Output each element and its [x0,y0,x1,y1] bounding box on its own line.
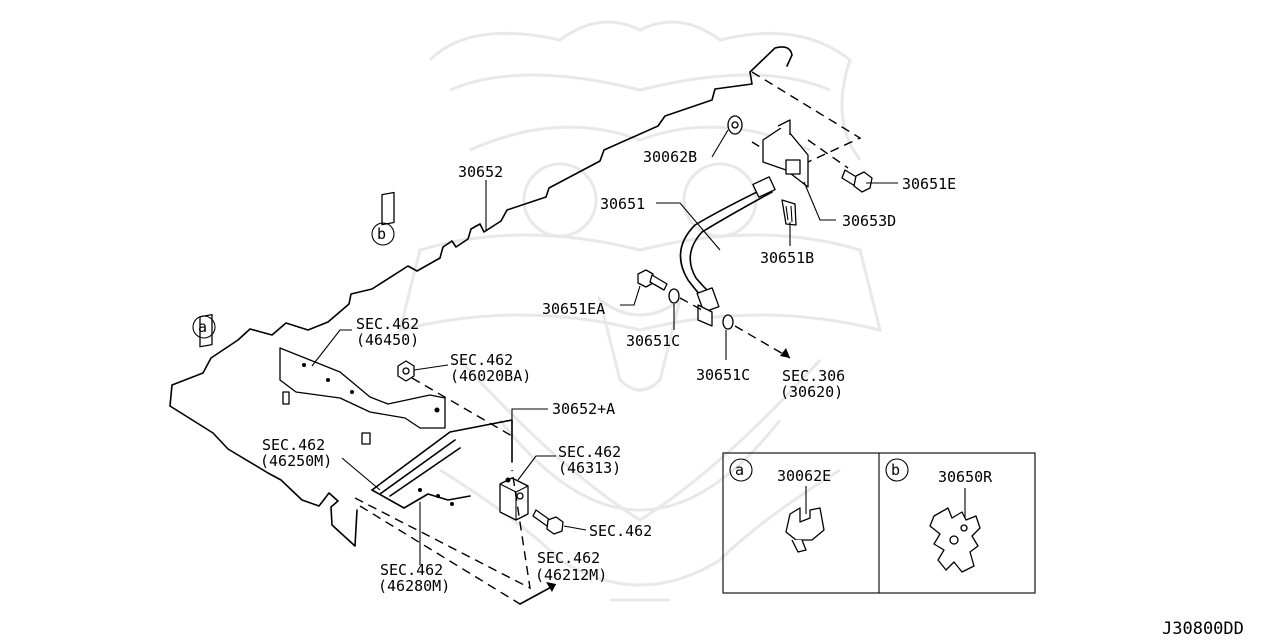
washer-30651C-2 [722,314,734,330]
callout-sec462-46020BA-sub: (46020BA) [450,367,531,385]
detail-box: a 30062E b 30650R [722,452,1036,594]
bolt-30651E [841,169,873,193]
clip-30650R-icon [929,507,981,573]
detail-a-marker: a [735,461,744,479]
callout-sec306-sub: (30620) [780,383,843,401]
callout-sec462-46020BA: SEC.462 [450,351,513,369]
callout-sec462-46212M-sub: (46212M) [535,566,607,584]
bracket-30653D [762,119,809,188]
top-dashed-guide-2 [807,139,849,169]
bracket-46450 [279,347,446,445]
clip-30651B [781,199,797,226]
watermark-logo-icon [397,20,883,602]
callout-30652: 30652 [458,163,503,181]
detail-b-marker: b [891,461,900,479]
brake-tubes [371,419,513,509]
detail-b: b 30650R [885,458,993,573]
tube-dashed-guide-2 [359,505,521,605]
marker-b-frame: b [371,191,395,246]
detail-b-part: 30650R [938,468,993,486]
callout-sec306: SEC.306 [782,367,845,385]
callout-sec462-46212M: SEC.462 [537,549,600,567]
bolt-sec462 [532,509,564,535]
callout-sec462-46313: SEC.462 [558,443,621,461]
sec306-dashed-arrow [734,325,791,359]
tube-dashed-guide [354,469,531,590]
callout-30651: 30651 [600,195,645,213]
brake-hose-30651 [679,176,776,327]
diagram-id-label: J30800DD [1162,619,1244,639]
callout-30651B: 30651B [760,249,814,267]
marker-a-label: a [198,318,207,336]
callout-30651EA: 30651EA [542,300,605,318]
marker-a-frame: a [192,313,216,348]
marker-b-label: b [377,225,386,243]
sec306-arrowhead [780,348,790,358]
callout-sec462-46280M-sub: (46280M) [378,577,450,595]
hose-bolt-dashed [679,297,703,311]
callout-30062B: 30062B [643,148,697,166]
frame-outline [169,46,793,547]
detail-a: a 30062E [729,458,831,553]
callout-sec462-46450: SEC.462 [356,315,419,333]
detail-a-part: 30062E [777,467,831,485]
callout-sec462-bolt: SEC.462 [589,522,652,540]
clip-30062E-icon [785,507,825,553]
callout-sec462-46250M: SEC.462 [262,436,325,454]
callout-30652A: 30652+A [552,400,615,418]
callout-sec462-46250M-sub: (46250M) [260,452,332,470]
sec46212m-arrow-line [519,584,556,605]
clip-30062B [727,115,743,135]
top-dashed-guide [751,71,862,169]
callout-sec462-46280M: SEC.462 [380,561,443,579]
washer-30651C-1 [668,288,680,304]
nut-46020BA [397,360,415,382]
callout-sec462-46313-sub: (46313) [558,459,621,477]
nut-dashed-guide [411,377,513,437]
callout-30651E: 30651E [902,175,956,193]
sec46212m-arrowhead [546,582,556,592]
bolt-30651EA [637,269,668,291]
leader-lines [311,129,898,565]
callout-30651C-2: 30651C [696,366,750,384]
callout-sec462-46450-sub: (46450) [356,331,419,349]
callout-30653D: 30653D [842,212,896,230]
callout-30651C-1: 30651C [626,332,680,350]
